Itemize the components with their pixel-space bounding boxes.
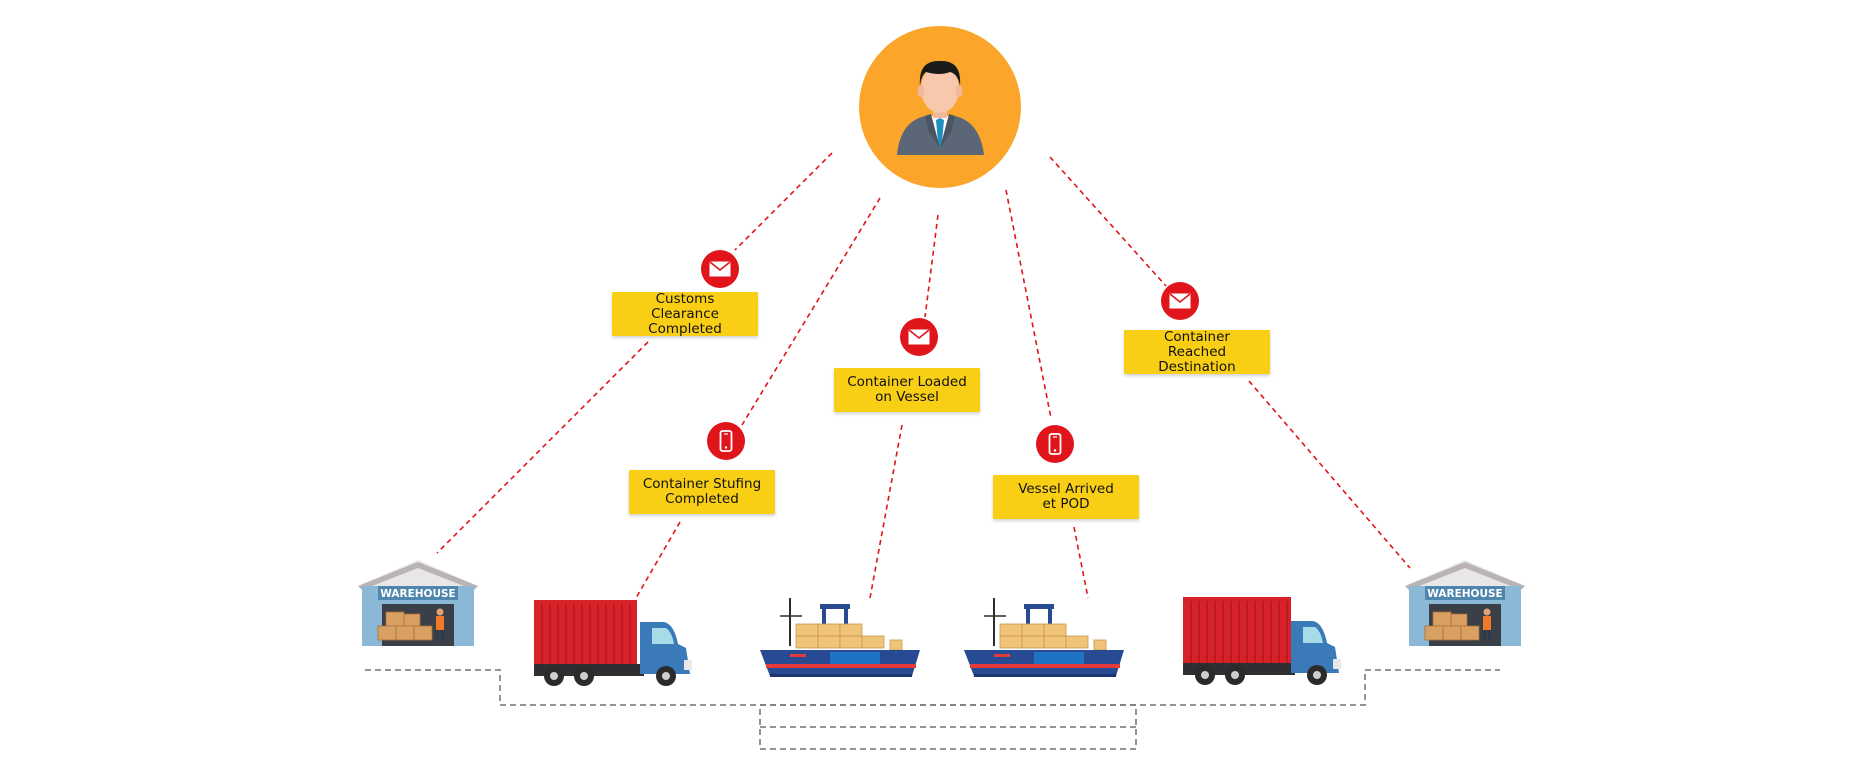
label-line: Vessel Arrived [1018,481,1114,497]
connector-customs-bottom [436,341,649,554]
person-avatar-icon [859,26,1021,188]
connector-lines [436,152,1411,599]
warehouse-left-sign: WAREHOUSE [380,588,455,600]
label-line: on Vessel [875,389,939,405]
label-line: Destination [1158,358,1236,375]
connector-arrived-top [1005,189,1052,419]
route-lines [365,669,1500,750]
warehouse-left-icon: WAREHOUSE [358,560,478,646]
connector-stuffing-bottom [635,521,681,599]
cargo-ship-left-icon [760,598,920,677]
truck-left-icon [534,600,692,686]
label-line: Container Stufing [642,476,762,492]
connector-arrived-bottom [1073,526,1089,599]
label-line: Completed [648,320,722,337]
connector-customs-top [734,152,833,251]
connector-loaded-bottom [869,424,903,599]
mobile-phone-icon [1036,425,1074,463]
envelope-icon [701,250,739,288]
warehouse-right-sign: WAREHOUSE [1427,588,1502,600]
label-line: Completed [665,491,739,507]
connector-reached-bottom [1248,380,1411,569]
warehouse-right-icon: WAREHOUSE [1405,560,1525,646]
connector-reached-top [1049,156,1167,287]
mobile-phone-icon [707,422,745,460]
envelope-icon [1161,282,1199,320]
worker-figure [436,608,444,640]
connector-loaded-top [924,214,939,318]
cargo-ship-right-icon [964,598,1124,677]
worker-figure [1483,608,1491,640]
label-line: et POD [1042,496,1090,512]
envelope-icon [900,318,938,356]
label-line: Container Loaded [847,374,967,390]
label-line: Container Reached [1164,328,1230,360]
truck-right-icon [1183,597,1341,685]
label-line: Customs Clearance [651,290,719,322]
route-box-center [759,704,1137,750]
